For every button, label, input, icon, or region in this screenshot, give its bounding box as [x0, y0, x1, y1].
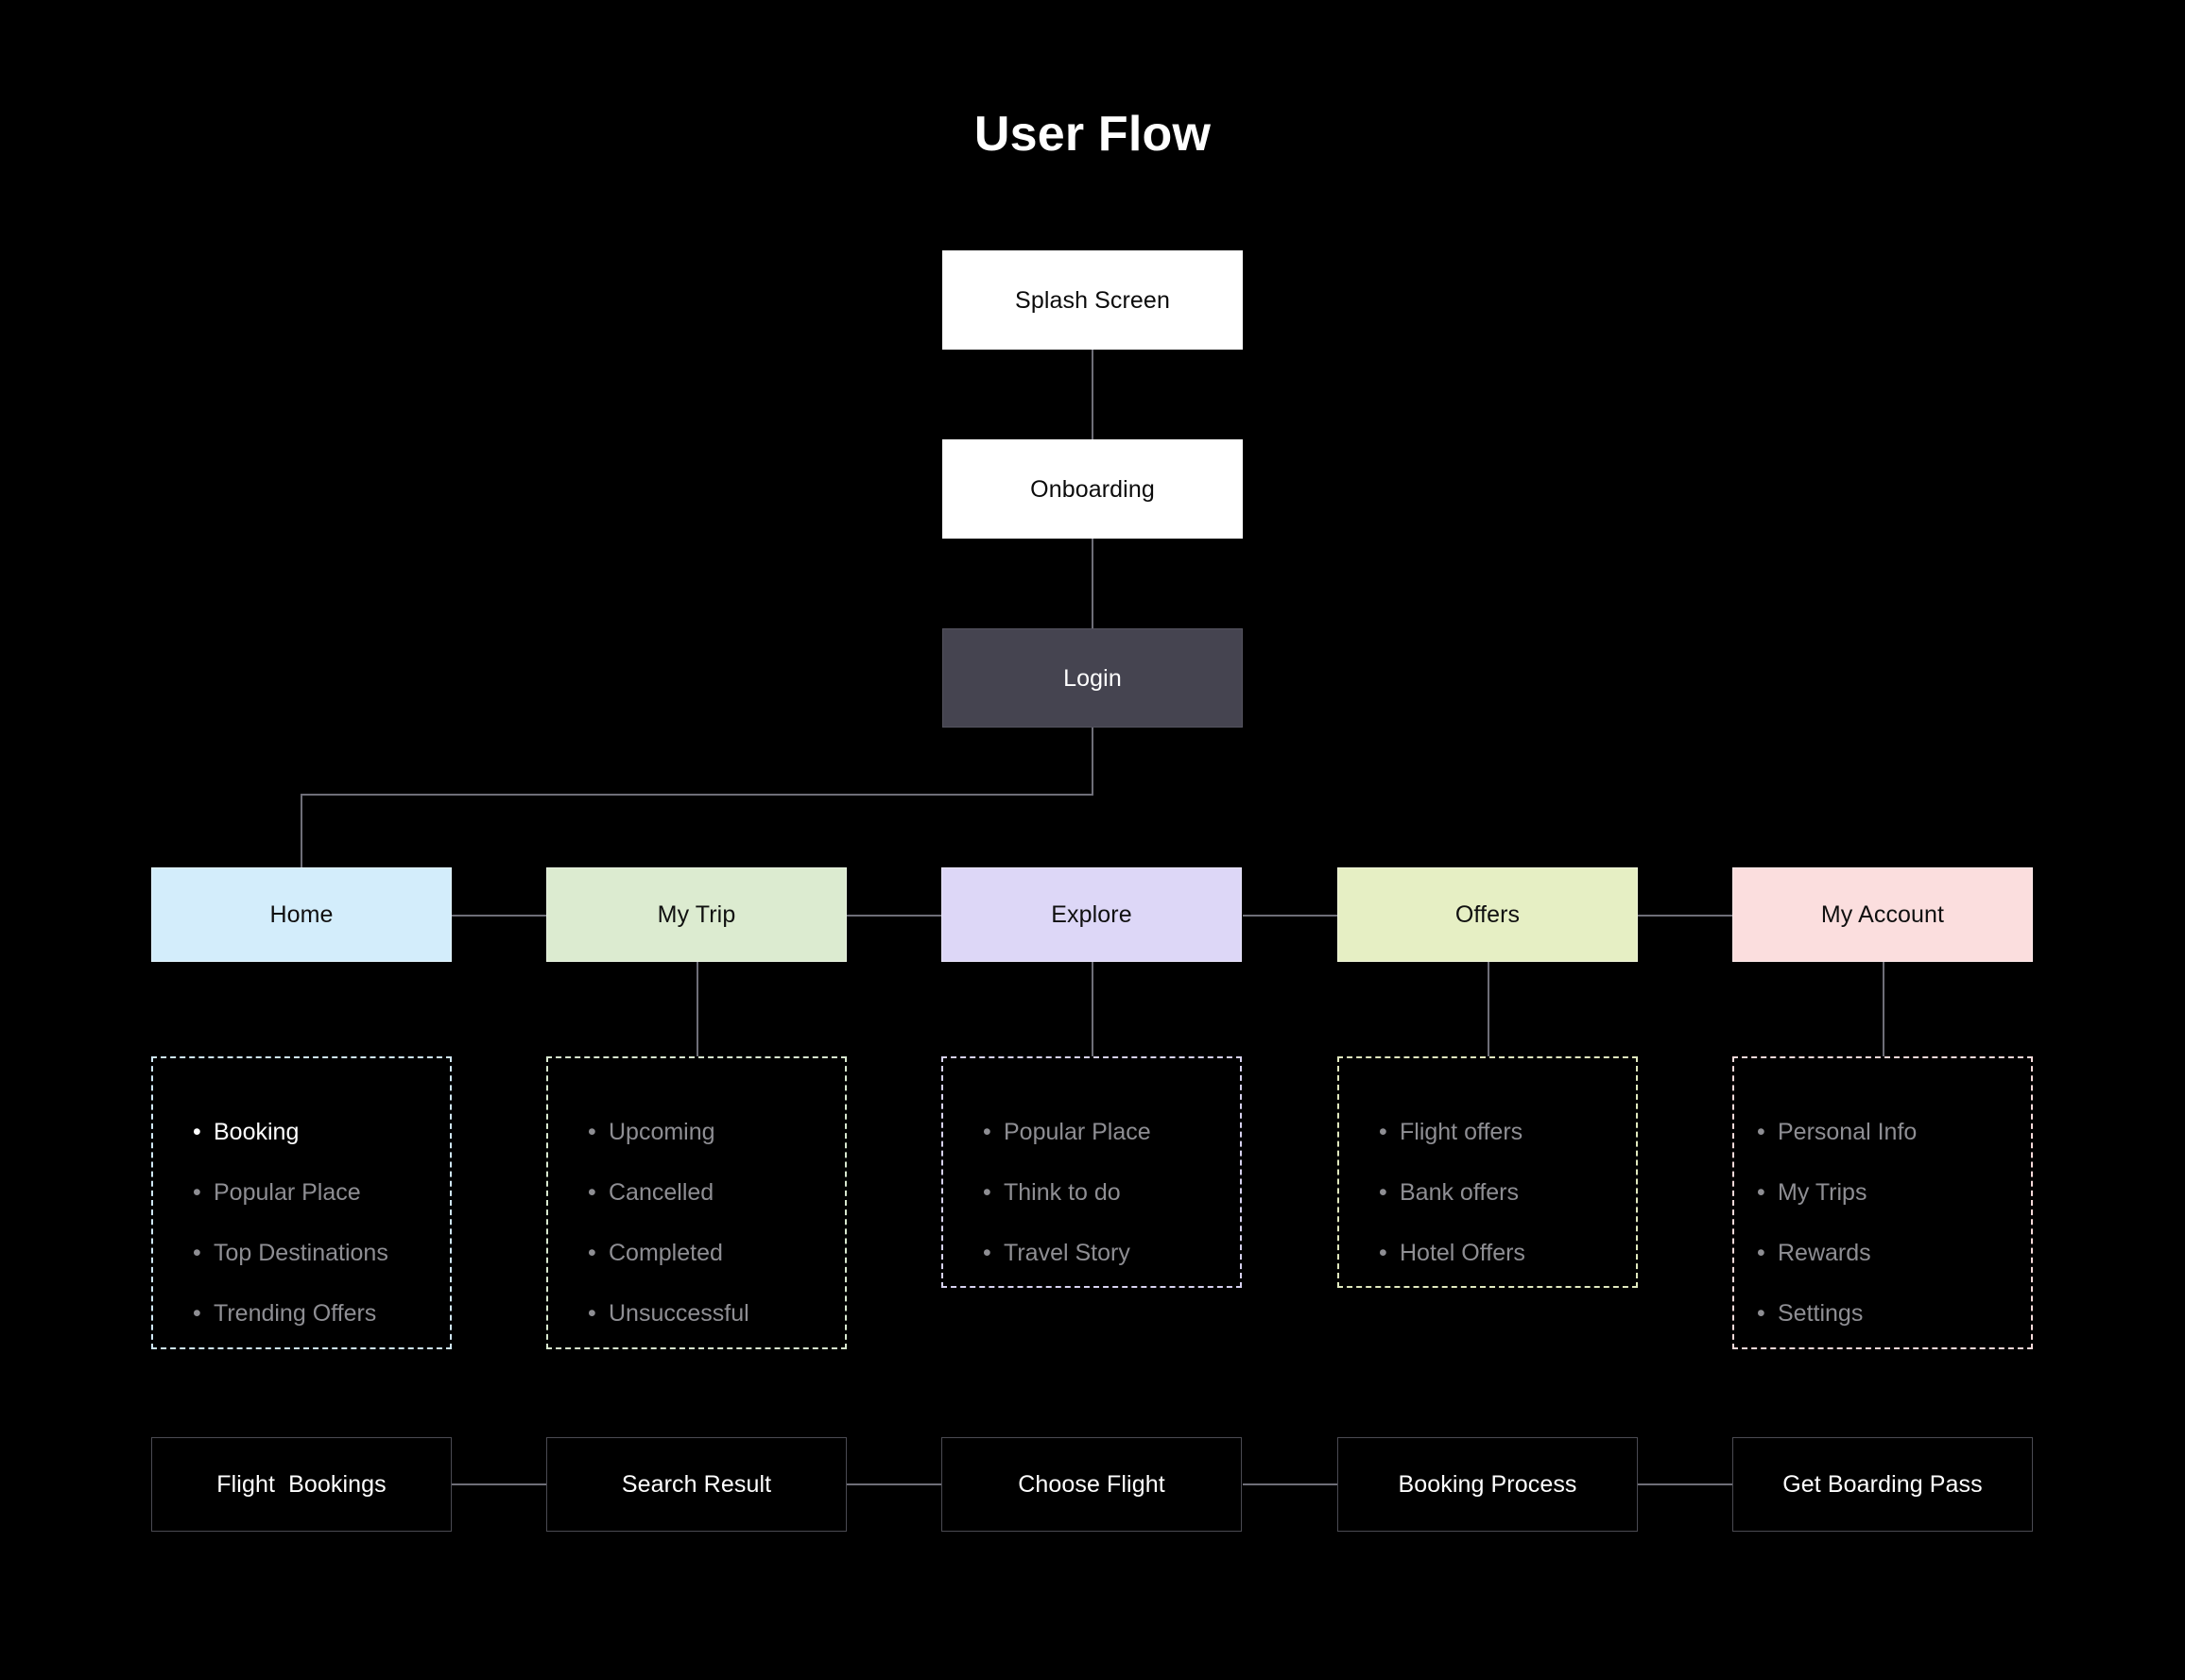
connector-offers-to-my-account	[1638, 915, 1732, 917]
node-onboarding[interactable]: Onboarding	[942, 439, 1243, 539]
list-item[interactable]: • Unsuccessful	[548, 1283, 845, 1344]
node-category-my-account-label: My Account	[1820, 901, 1945, 928]
node-step-booking-process[interactable]: Booking Process	[1337, 1437, 1638, 1532]
node-step-flight-bookings[interactable]: Flight Bookings	[151, 1437, 452, 1532]
sublist-offers: • Flight offers • Bank offers • Hotel Of…	[1337, 1056, 1638, 1288]
bullet-icon: •	[193, 1300, 201, 1327]
page-title: User Flow	[973, 107, 1212, 162]
connector-home-to-my-trip	[452, 915, 546, 917]
connector-bus-horizontal	[301, 794, 1093, 796]
sublist-explore-items: • Popular Place • Think to do • Travel S…	[943, 1102, 1240, 1283]
bullet-icon: •	[588, 1119, 596, 1145]
bullet-icon: •	[193, 1179, 201, 1206]
node-category-explore-label: Explore	[1051, 901, 1132, 928]
node-category-my-trip[interactable]: My Trip	[546, 867, 847, 962]
sublist-explore: • Popular Place • Think to do • Travel S…	[941, 1056, 1242, 1288]
connector-search-result-to-choose-flight	[847, 1483, 941, 1485]
node-step-get-boarding-pass-label: Get Boarding Pass	[1782, 1471, 1983, 1498]
list-item[interactable]: • Booking	[153, 1102, 450, 1162]
list-item[interactable]: • Upcoming	[548, 1102, 845, 1162]
list-item[interactable]: • Popular Place	[153, 1162, 450, 1223]
sublist-offers-items: • Flight offers • Bank offers • Hotel Of…	[1339, 1102, 1636, 1283]
node-step-choose-flight-label: Choose Flight	[1018, 1471, 1165, 1498]
bullet-icon: •	[983, 1240, 991, 1266]
list-item[interactable]: • Trending Offers	[153, 1283, 450, 1344]
list-item[interactable]: • Completed	[548, 1223, 845, 1283]
sublist-home: • Booking • Popular Place • Top Destinat…	[151, 1056, 452, 1349]
bullet-icon: •	[1379, 1179, 1387, 1206]
node-category-my-trip-label: My Trip	[657, 901, 736, 928]
list-item[interactable]: • Popular Place	[943, 1102, 1240, 1162]
bullet-icon: •	[1757, 1179, 1765, 1206]
connector-onboarding-to-login	[1092, 539, 1093, 629]
connector-splash-to-onboarding	[1092, 350, 1093, 440]
node-category-home-label: Home	[269, 901, 334, 928]
connector-my-account-to-sublist	[1883, 962, 1884, 1056]
node-step-booking-process-label: Booking Process	[1398, 1471, 1577, 1498]
sublist-my-trip-items: • Upcoming • Cancelled • Completed • Uns…	[548, 1102, 845, 1344]
connector-flight-bookings-to-search-result	[452, 1483, 546, 1485]
list-item[interactable]: • Settings	[1734, 1283, 2031, 1344]
connector-my-trip-to-sublist	[697, 962, 698, 1056]
connector-offers-to-sublist	[1488, 962, 1489, 1056]
bullet-icon: •	[1379, 1119, 1387, 1145]
node-splash-screen[interactable]: Splash Screen	[942, 250, 1243, 350]
bullet-icon: •	[588, 1240, 596, 1266]
bullet-icon: •	[1757, 1300, 1765, 1327]
list-item[interactable]: • Rewards	[1734, 1223, 2031, 1283]
connector-booking-process-to-boarding-pass	[1638, 1483, 1732, 1485]
node-step-choose-flight[interactable]: Choose Flight	[941, 1437, 1242, 1532]
bullet-icon: •	[1379, 1240, 1387, 1266]
node-category-explore[interactable]: Explore	[941, 867, 1242, 962]
connector-choose-flight-to-booking-process	[1243, 1483, 1337, 1485]
node-splash-screen-label: Splash Screen	[1015, 286, 1170, 314]
bullet-icon: •	[588, 1300, 596, 1327]
node-step-flight-bookings-label: Flight Bookings	[216, 1471, 387, 1498]
node-category-home[interactable]: Home	[151, 867, 452, 962]
list-item[interactable]: • Think to do	[943, 1162, 1240, 1223]
bullet-icon: •	[193, 1240, 201, 1266]
bullet-icon: •	[983, 1179, 991, 1206]
bullet-icon: •	[983, 1119, 991, 1145]
connector-explore-to-sublist	[1092, 962, 1093, 1056]
node-step-search-result-label: Search Result	[621, 1471, 772, 1498]
node-onboarding-label: Onboarding	[1030, 475, 1155, 503]
connector-bus-to-home	[301, 794, 302, 867]
list-item[interactable]: • Top Destinations	[153, 1223, 450, 1283]
sublist-my-trip: • Upcoming • Cancelled • Completed • Uns…	[546, 1056, 847, 1349]
list-item[interactable]: • Flight offers	[1339, 1102, 1636, 1162]
node-login-label: Login	[1063, 664, 1122, 692]
connector-login-to-bus	[1092, 728, 1093, 796]
node-category-my-account[interactable]: My Account	[1732, 867, 2033, 962]
list-item[interactable]: • Cancelled	[548, 1162, 845, 1223]
node-step-get-boarding-pass[interactable]: Get Boarding Pass	[1732, 1437, 2033, 1532]
list-item[interactable]: • Bank offers	[1339, 1162, 1636, 1223]
bullet-icon: •	[588, 1179, 596, 1206]
sublist-my-account-items: • Personal Info • My Trips • Rewards • S…	[1734, 1102, 2031, 1344]
list-item[interactable]: • Hotel Offers	[1339, 1223, 1636, 1283]
bullet-icon: •	[1757, 1119, 1765, 1145]
node-login[interactable]: Login	[942, 628, 1243, 728]
list-item[interactable]: • My Trips	[1734, 1162, 2031, 1223]
list-item[interactable]: • Travel Story	[943, 1223, 1240, 1283]
node-step-search-result[interactable]: Search Result	[546, 1437, 847, 1532]
connector-my-trip-to-explore	[847, 915, 941, 917]
node-category-offers-label: Offers	[1454, 901, 1521, 928]
bullet-icon: •	[1757, 1240, 1765, 1266]
node-category-offers[interactable]: Offers	[1337, 867, 1638, 962]
connector-explore-to-offers	[1243, 915, 1337, 917]
sublist-my-account: • Personal Info • My Trips • Rewards • S…	[1732, 1056, 2033, 1349]
sublist-home-items: • Booking • Popular Place • Top Destinat…	[153, 1102, 450, 1344]
list-item[interactable]: • Personal Info	[1734, 1102, 2031, 1162]
bullet-icon: •	[193, 1119, 201, 1145]
